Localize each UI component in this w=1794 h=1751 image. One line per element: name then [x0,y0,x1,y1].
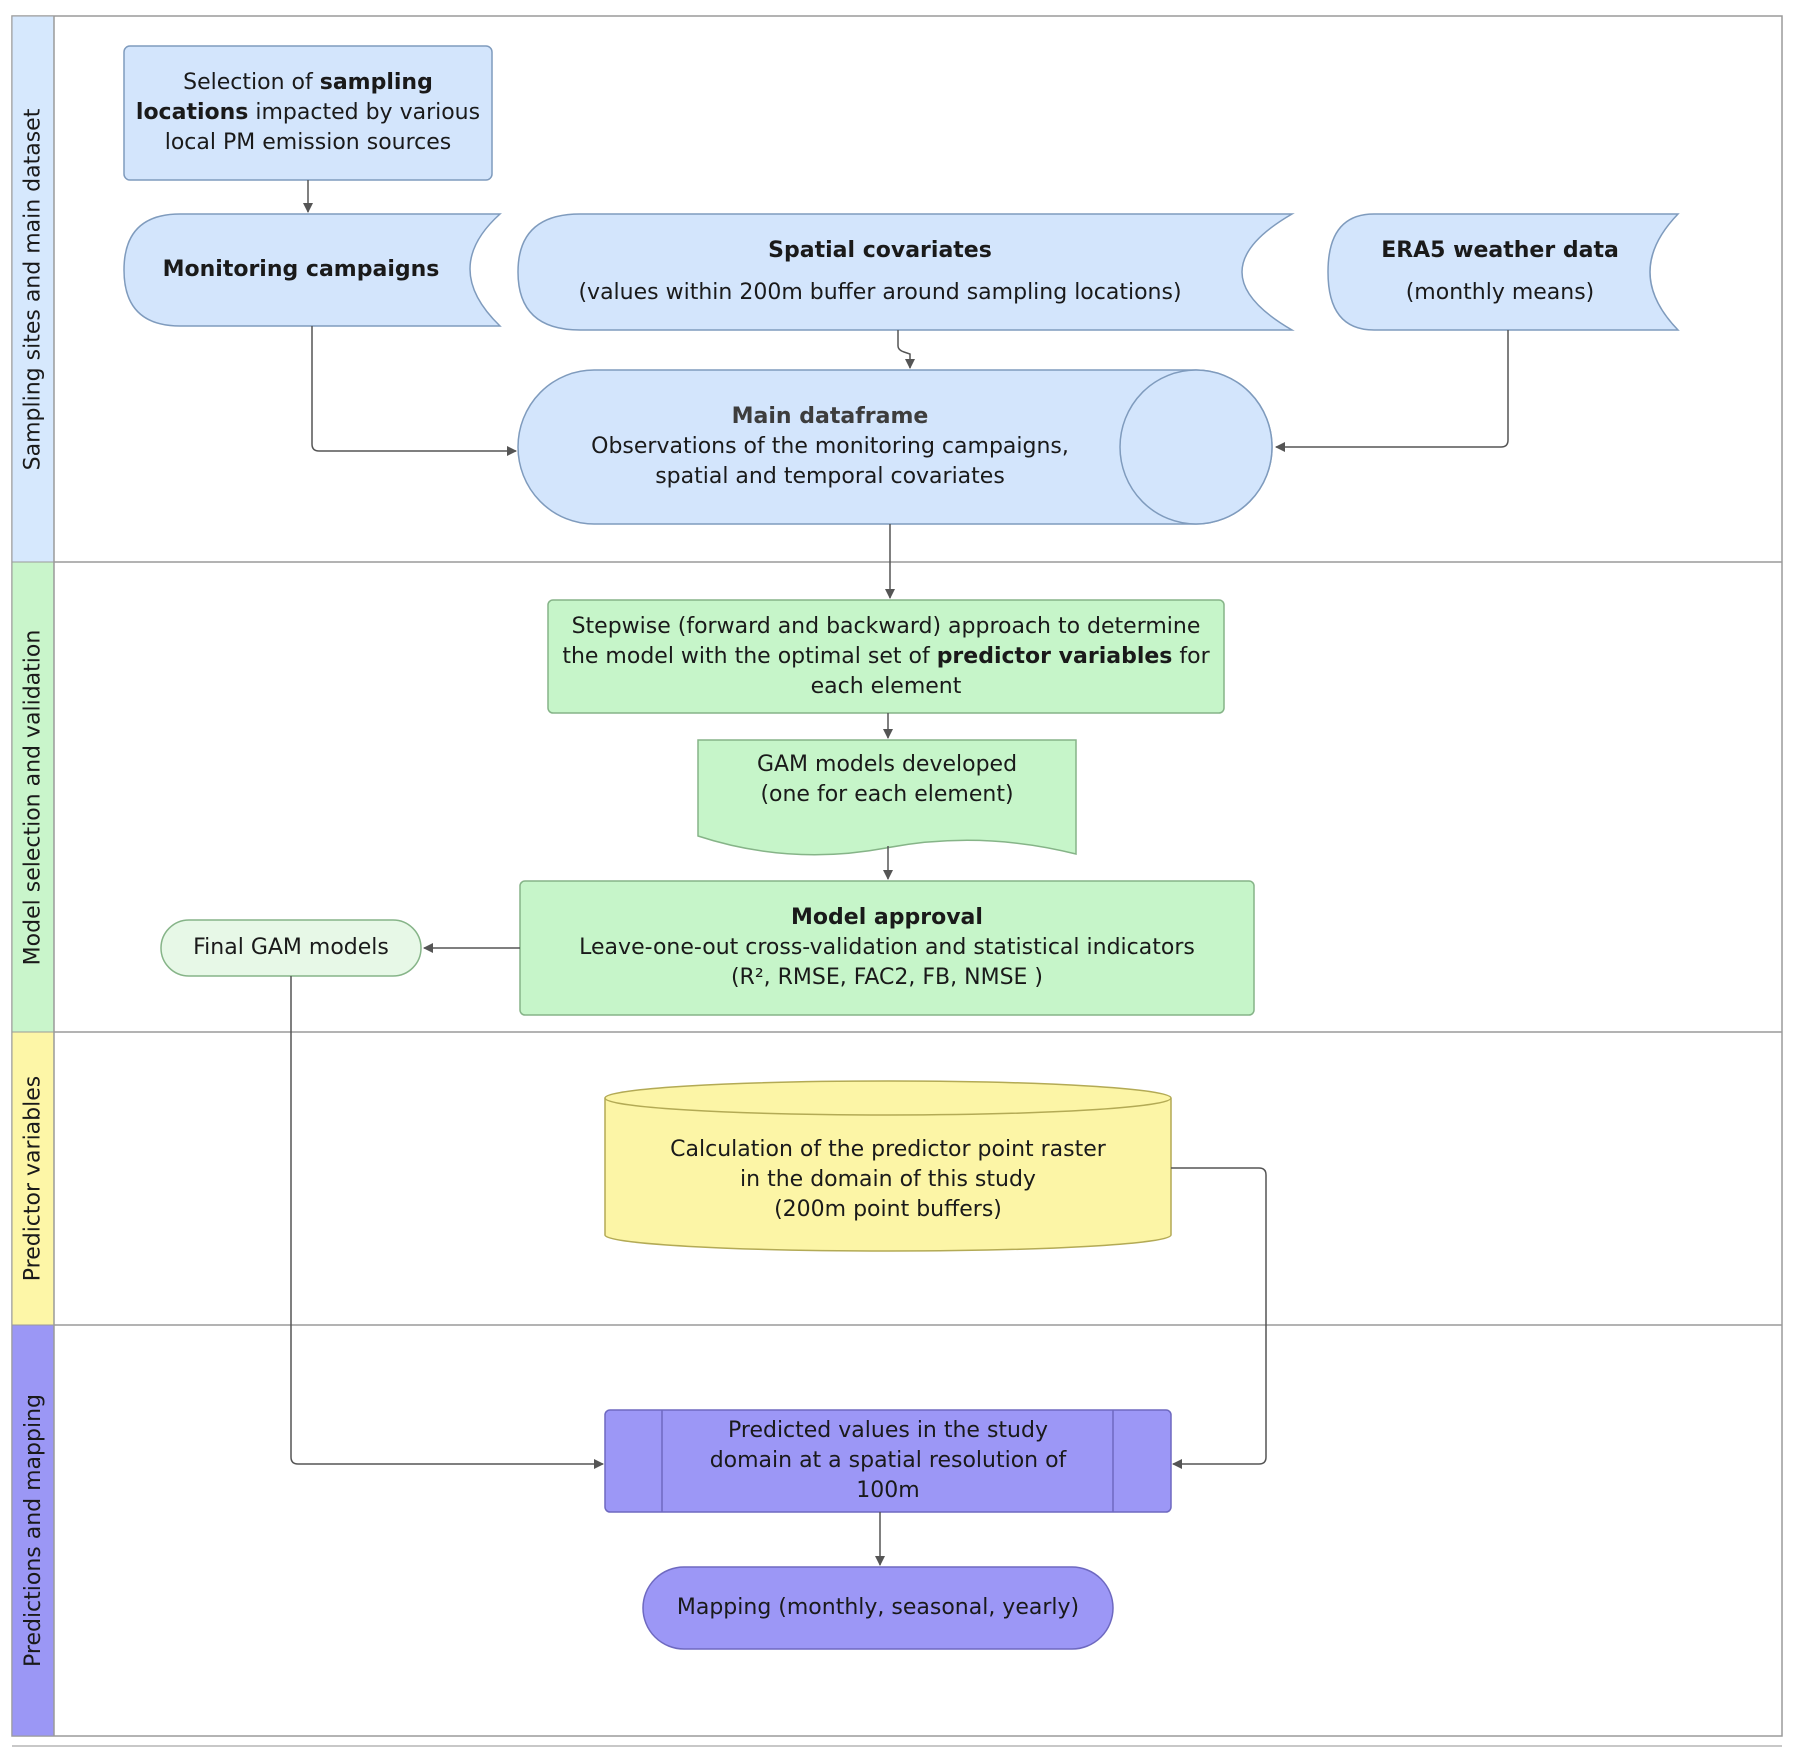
main-dataframe: Main dataframe Observations of the monit… [591,404,1069,489]
selection-box: Selection of sampling locations impacted… [135,70,481,155]
predicted-values: Predicted values in the study domain at … [709,1418,1067,1503]
lane-label-predictor: Predictor variables [20,1075,46,1282]
spatial-shape [517,213,1295,331]
era5-shape [1327,213,1680,331]
era5-weather-data: ERA5 weather data (monthly means) [1381,238,1619,305]
final-gam-models: Final GAM models [193,935,389,960]
lane-label-predictions: Predictions and mapping [20,1394,46,1667]
model-approval: Model approval Leave-one-out cross-valid… [579,905,1195,990]
mapping: Mapping (monthly, seasonal, yearly) [676,1595,1080,1620]
stepwise-shape [547,599,1225,714]
arrow-era5-to-main [1275,330,1509,452]
lane-label-sampling: Sampling sites and main dataset [20,108,46,470]
predicted-shape [604,1409,1172,1513]
raster-shape [604,1098,1172,1252]
lane-band-predictions [11,1324,55,1737]
spatial-covariates: Spatial covariates (values within 200m b… [578,238,1182,305]
gam-models-developed: GAM models developed (one for each eleme… [756,752,1018,807]
lane-label-model: Model selection and validation [20,629,46,965]
lane-band-model [11,561,55,1033]
arrow-final-to-predicted [290,976,604,1469]
raster-top [604,1080,1172,1116]
stepwise-approach: Stepwise (forward and backward) approach… [562,613,1210,699]
mapping-shape [642,1566,1114,1650]
predictor-raster: Calculation of the predictor point raste… [670,1137,1106,1222]
monitoring-campaigns: Monitoring campaigns [162,257,440,282]
arrow-monitoring-to-main [311,326,517,456]
arrow-raster-to-predicted [1171,1167,1267,1469]
gam-developed-shape [697,739,1077,856]
monitoring-shape [123,213,502,327]
arrow-spatial-to-main [897,330,915,369]
main-dataframe-end [1119,369,1273,525]
